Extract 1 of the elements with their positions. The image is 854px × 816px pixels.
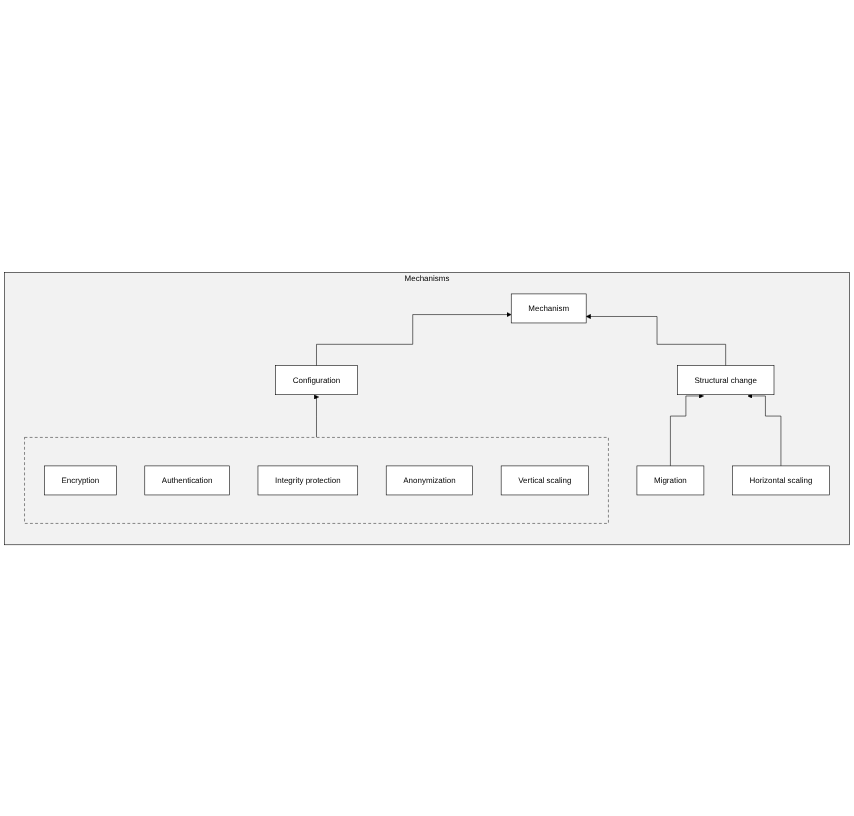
cluster <box>24 436 609 524</box>
